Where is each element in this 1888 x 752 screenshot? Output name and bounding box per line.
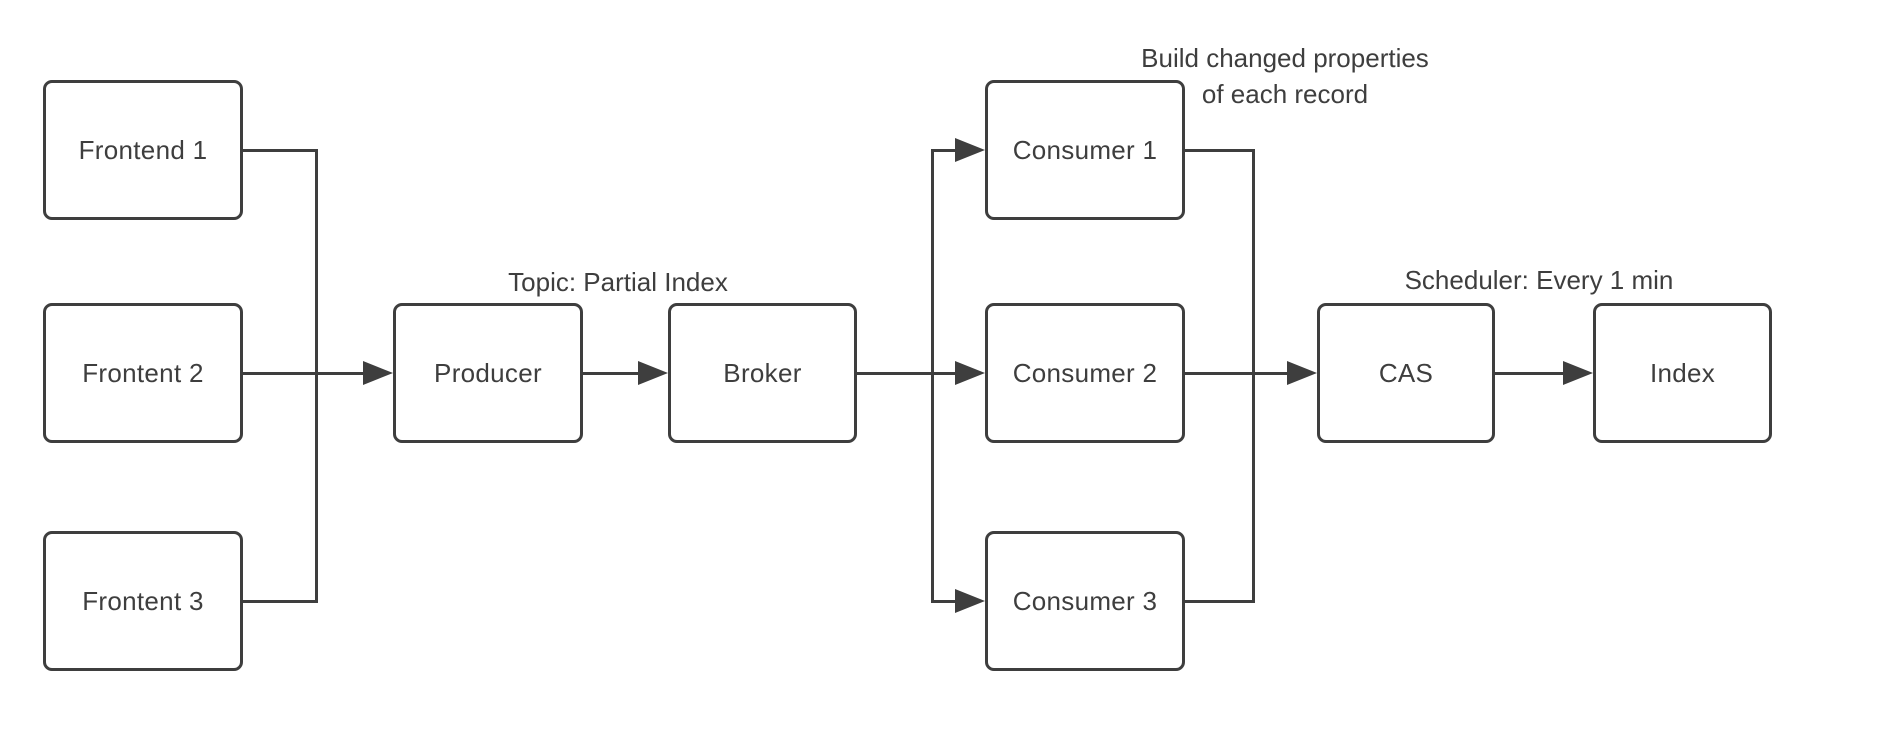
node-label: Index [1649,357,1716,388]
node-consumer-3: Consumer 3 [985,531,1185,671]
arrowhead-into-index [1563,361,1593,385]
node-label: CAS [1378,357,1434,388]
node-frontend-3: Frontent 3 [43,531,243,671]
node-label: Producer [434,357,542,388]
node-consumer-1: Consumer 1 [985,80,1185,220]
connector-consumers-branch-line [931,149,934,603]
connector-frontend1-out [243,149,318,152]
connector-producer-to-broker [583,372,638,375]
node-cas: CAS [1317,303,1495,443]
connector-consumer1-out [1185,149,1255,152]
node-label: Frontend 1 [78,134,208,165]
node-label: Broker [723,357,802,388]
annotation-build-note: Build changed properties of each record [1115,40,1455,112]
annotation-build-note-line2: of each record [1201,79,1369,109]
connector-branch-to-consumer1 [931,149,955,152]
arrowhead-into-consumer3 [955,589,985,613]
connector-consumer2-to-cas [1185,372,1287,375]
annotation-scheduler: Scheduler: Every 1 min [1404,265,1674,295]
node-label: Frontent 3 [82,585,204,616]
node-label: Consumer 1 [1012,134,1158,165]
node-label: Frontent 2 [82,357,204,388]
node-frontend-1: Frontend 1 [43,80,243,220]
connector-frontend3-out [243,600,318,603]
connector-broker-to-consumer2 [857,372,955,375]
annotation-build-note-line1: Build changed properties [1141,43,1429,73]
connector-consumer3-out [1185,600,1255,603]
connector-frontend2-to-producer [243,372,363,375]
node-label: Consumer 2 [1012,357,1158,388]
connector-cas-to-index [1495,372,1563,375]
connector-branch-to-consumer3 [931,600,955,603]
node-label: Consumer 3 [1012,585,1158,616]
arrowhead-into-cas [1287,361,1317,385]
connector-consumers-merge-line [1252,149,1255,603]
arrowhead-into-broker [638,361,668,385]
node-frontend-2: Frontent 2 [43,303,243,443]
arrowhead-into-producer [363,361,393,385]
connector-frontends-merge-line [315,149,318,603]
annotation-topic: Topic: Partial Index [508,267,728,297]
node-index: Index [1593,303,1772,443]
node-broker: Broker [668,303,857,443]
arrowhead-into-consumer2 [955,361,985,385]
arrowhead-into-consumer1 [955,138,985,162]
node-consumer-2: Consumer 2 [985,303,1185,443]
node-producer: Producer [393,303,583,443]
